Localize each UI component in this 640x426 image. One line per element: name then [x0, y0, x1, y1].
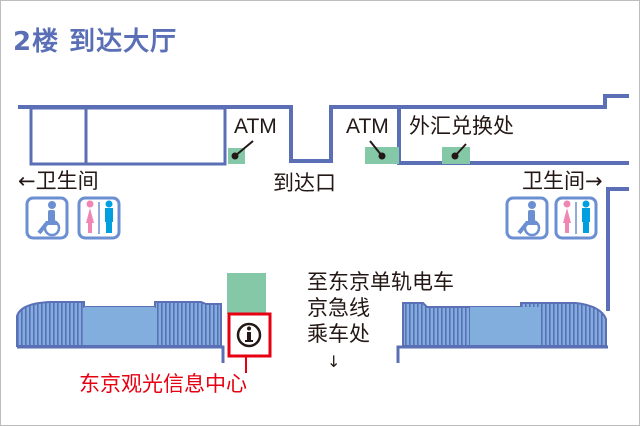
info-icon — [236, 322, 262, 348]
currency-exchange-label: 外汇兑换处 — [409, 114, 514, 138]
monorail-line2: 京急线 — [307, 296, 370, 320]
restroom-left-label: ←卫生间 — [18, 169, 99, 193]
restroom-right-label: 卫生间→ — [522, 169, 603, 193]
page-title: 2楼 到达大厅 — [13, 27, 178, 57]
tourist-info-label: 东京观光信息中心 — [79, 372, 247, 396]
arrival-exit-label: 到达口 — [273, 171, 336, 195]
monorail-arrow: ↓ — [327, 352, 341, 371]
restroom-icon-right — [554, 196, 598, 240]
wheelchair-icon-left — [25, 196, 69, 240]
monorail-line3: 乘车处 — [307, 322, 370, 346]
wheelchair-icon-right — [505, 196, 549, 240]
restroom-icon-left — [77, 196, 121, 240]
atm-left-label: ATM — [234, 115, 277, 138]
wall-top-left — [18, 105, 399, 163]
wall-top-right — [399, 94, 629, 109]
shop-block-left — [29, 106, 227, 166]
info-marker — [227, 273, 266, 314]
wall-right — [606, 187, 629, 311]
monorail-line1: 至东京单轨电车 — [307, 270, 454, 294]
atm-right-label: ATM — [346, 115, 389, 138]
